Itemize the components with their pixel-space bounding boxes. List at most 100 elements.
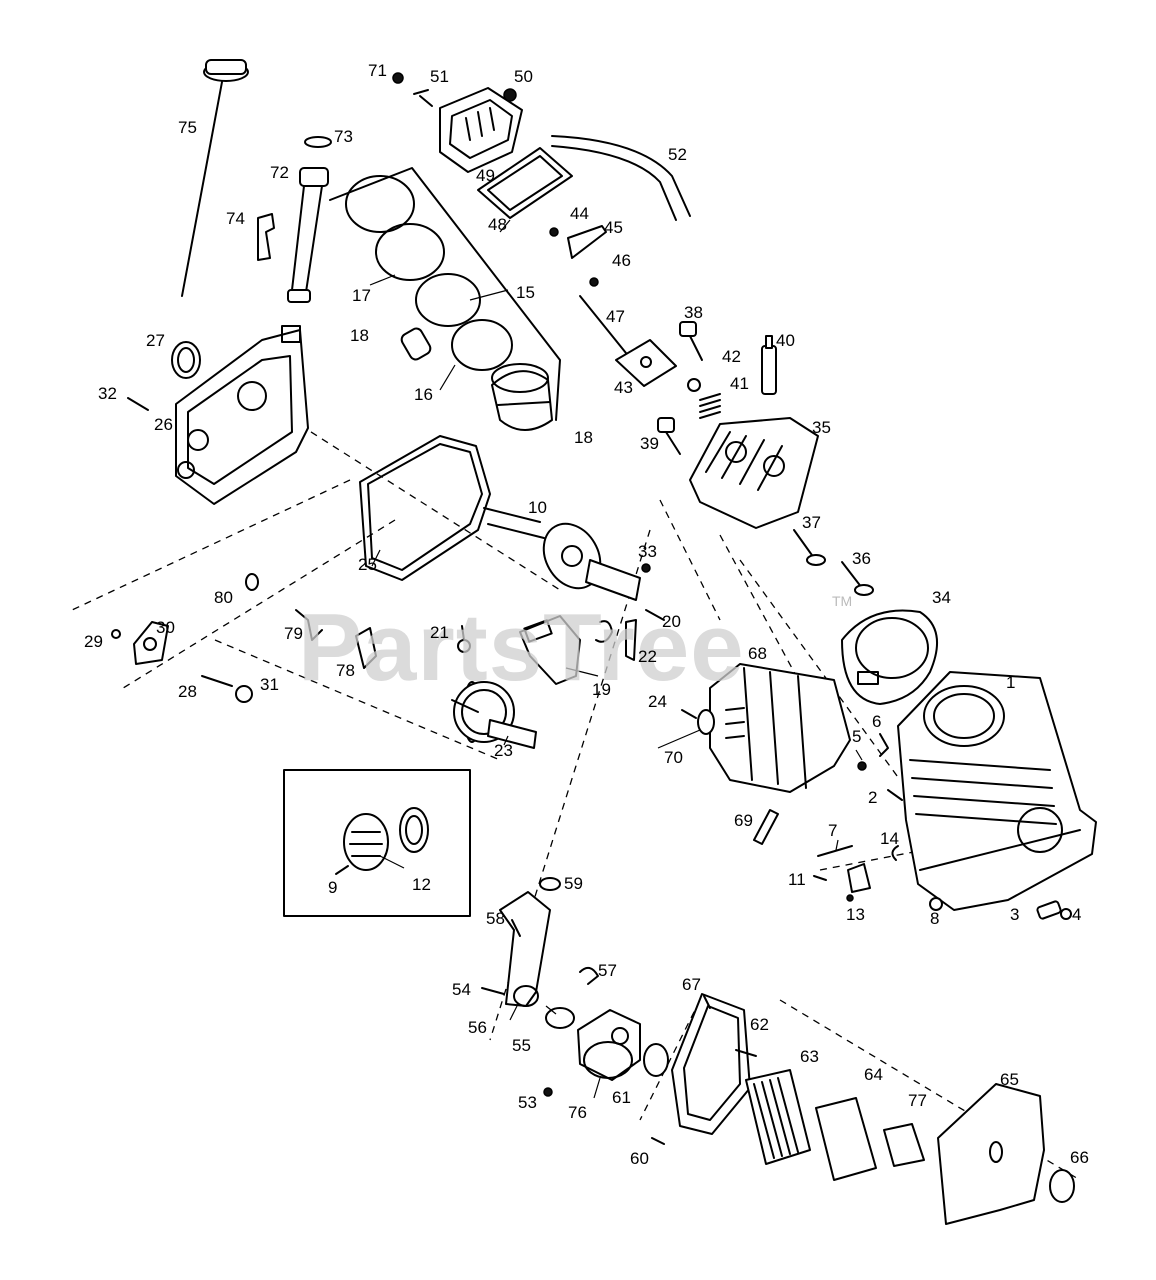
callout-42[interactable]: 42 (722, 347, 741, 366)
screw-part-60[interactable] (651, 1137, 665, 1145)
dipstick-tube-part-72[interactable] (287, 136, 332, 303)
screw-part-67[interactable] (703, 995, 711, 1009)
rocker-arm-part-45[interactable] (549, 225, 631, 359)
callout-34[interactable]: 34 (932, 588, 951, 607)
callout-24[interactable]: 24 (648, 692, 667, 711)
nut-part-31[interactable] (235, 685, 253, 703)
spark-plug-part-40[interactable] (761, 335, 777, 395)
oil-pump-part-30[interactable] (133, 621, 169, 665)
callout-79[interactable]: 79 (284, 624, 303, 643)
callout-5[interactable]: 5 (852, 727, 861, 746)
plug-part-80[interactable] (245, 573, 259, 591)
callout-12[interactable]: 12 (412, 875, 431, 894)
callout-69[interactable]: 69 (734, 811, 753, 830)
callout-49[interactable]: 49 (476, 166, 495, 185)
callout-77[interactable]: 77 (908, 1091, 927, 1110)
callout-44[interactable]: 44 (570, 204, 589, 223)
air-cleaner-base-part-62[interactable] (671, 993, 757, 1135)
callout-37[interactable]: 37 (802, 513, 821, 532)
callout-10[interactable]: 10 (528, 498, 547, 517)
valve-part-37[interactable] (793, 529, 826, 566)
callout-29[interactable]: 29 (84, 632, 103, 651)
head-gasket-part-34[interactable] (841, 609, 938, 705)
callout-76[interactable]: 76 (568, 1103, 587, 1122)
callout-56[interactable]: 56 (468, 1018, 487, 1037)
callout-4[interactable]: 4 (1072, 905, 1081, 924)
oil-seal-part-27[interactable] (171, 341, 201, 379)
callout-18-upper[interactable]: 18 (350, 326, 369, 345)
engine-block-part-1[interactable] (897, 671, 1097, 911)
callout-73[interactable]: 73 (334, 127, 353, 146)
muffler-part-68[interactable] (709, 663, 851, 793)
crankshaft-part-10[interactable] (483, 507, 641, 601)
valve-spring-part-41[interactable] (699, 393, 721, 419)
callout-11[interactable]: 11 (788, 870, 806, 889)
callout-7[interactable]: 7 (828, 821, 837, 840)
carburetor-part-76[interactable] (577, 1009, 641, 1081)
bolt-part-38[interactable] (679, 321, 703, 361)
plug-part-5[interactable] (857, 761, 867, 771)
bolt-part-32[interactable] (127, 397, 149, 411)
callout-59[interactable]: 59 (564, 874, 583, 893)
callout-26[interactable]: 26 (154, 415, 173, 434)
bolt-part-20[interactable] (645, 609, 665, 621)
bolt-part-24[interactable] (681, 709, 697, 719)
bolt-part-54[interactable] (481, 987, 505, 995)
intake-manifold-part-56[interactable] (499, 891, 551, 1007)
pre-cleaner-part-64[interactable] (815, 1097, 877, 1181)
callout-71[interactable]: 71 (368, 61, 387, 80)
callout-36[interactable]: 36 (852, 549, 871, 568)
screw-part-53[interactable] (543, 1087, 553, 1097)
callout-40[interactable]: 40 (776, 331, 795, 350)
callout-72[interactable]: 72 (270, 163, 289, 182)
callout-50[interactable]: 50 (514, 67, 533, 86)
crankcase-gasket-part-25[interactable] (359, 435, 491, 581)
callout-48[interactable]: 48 (488, 215, 507, 234)
key-part-33[interactable] (641, 563, 651, 573)
clip-part-14[interactable] (891, 845, 899, 861)
callout-31[interactable]: 31 (260, 675, 279, 694)
callout-60[interactable]: 60 (630, 1149, 649, 1168)
callout-45[interactable]: 45 (604, 218, 623, 237)
dipstick-part-75[interactable] (181, 59, 249, 297)
camshaft-part-23[interactable] (451, 681, 537, 749)
callout-23[interactable]: 23 (494, 741, 513, 760)
rod-part-7[interactable] (817, 845, 853, 857)
knob-part-66[interactable] (1049, 1169, 1075, 1203)
callout-53[interactable]: 53 (518, 1093, 537, 1112)
cylinder-head-part-35[interactable] (689, 417, 819, 529)
callout-17[interactable]: 17 (352, 286, 371, 305)
callout-2[interactable]: 2 (868, 788, 877, 807)
callout-3[interactable]: 3 (1010, 905, 1019, 924)
callout-43[interactable]: 43 (614, 378, 633, 397)
air-cleaner-cover-part-65[interactable] (937, 1083, 1045, 1225)
callout-8[interactable]: 8 (930, 909, 939, 928)
washer-part-29[interactable] (111, 629, 121, 639)
tube-part-69[interactable] (753, 809, 779, 845)
callout-35[interactable]: 35 (812, 418, 831, 437)
callout-52[interactable]: 52 (668, 145, 687, 164)
callout-19[interactable]: 19 (592, 680, 611, 699)
callout-80[interactable]: 80 (214, 588, 233, 607)
link-part-57[interactable] (579, 966, 599, 985)
valve-cover-gasket-part-48[interactable] (477, 147, 573, 219)
callout-70[interactable]: 70 (664, 748, 683, 767)
shaft-part-28[interactable] (201, 675, 233, 687)
callout-41[interactable]: 41 (730, 374, 749, 393)
valve-part-36[interactable] (841, 561, 874, 596)
callout-15[interactable]: 15 (516, 283, 535, 302)
callout-75[interactable]: 75 (178, 118, 197, 137)
callout-20[interactable]: 20 (662, 612, 681, 631)
callout-64[interactable]: 64 (864, 1065, 883, 1084)
valve-cover-part-49[interactable] (392, 72, 523, 173)
callout-54[interactable]: 54 (452, 980, 471, 999)
callout-38[interactable]: 38 (684, 303, 703, 322)
bracket-part-22[interactable] (595, 619, 637, 661)
bolt-part-39[interactable] (657, 417, 681, 455)
nut-part-4[interactable] (1060, 908, 1072, 920)
callout-14[interactable]: 14 (880, 829, 899, 848)
callout-51[interactable]: 51 (430, 67, 449, 86)
breather-hose-part-52[interactable] (551, 135, 691, 221)
bracket-part-13[interactable] (846, 863, 871, 902)
gasket-part-61[interactable] (643, 1043, 669, 1077)
